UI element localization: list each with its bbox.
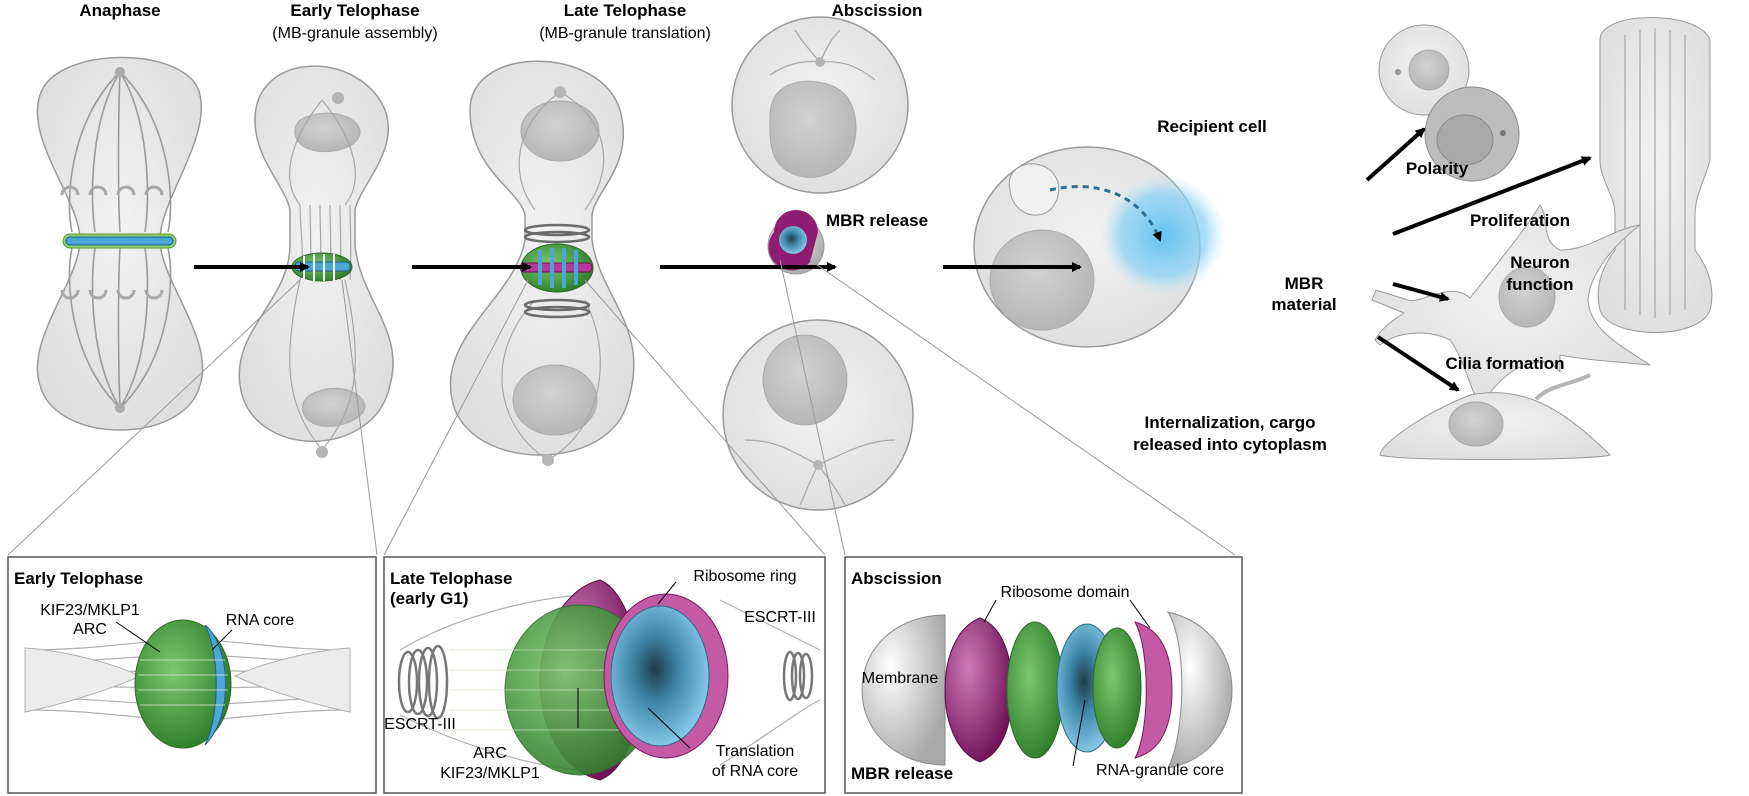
late-telophase-label: Late Telophase	[564, 1, 687, 20]
panel-abscission-mbr-release: MBR release	[851, 764, 953, 783]
cilia-cell	[1379, 373, 1611, 461]
abscission-label: Abscission	[832, 1, 923, 20]
mbr-release-label: MBR release	[826, 211, 928, 230]
panel-abscission	[844, 556, 1243, 794]
panel-late-escrt-right: ESCRT-III	[744, 609, 816, 626]
neuron-label-2: function	[1506, 275, 1573, 294]
early-telophase-cell	[238, 65, 394, 458]
panel-abscission-membrane: Membrane	[862, 670, 939, 687]
anaphase-label: Anaphase	[79, 1, 160, 20]
arrow-polarity	[1365, 127, 1426, 182]
progression-arrows	[194, 127, 1592, 392]
panel-early-kif: KIF23/MKLP1	[40, 602, 140, 619]
polarity-cells	[1378, 24, 1520, 182]
panel-abscission-title: Abscission	[851, 569, 942, 588]
neuron-label-1: Neuron	[1510, 253, 1570, 272]
cilia-label: Cilia formation	[1445, 354, 1564, 373]
panel-late-arc: ARC	[473, 745, 507, 762]
panel-late-translation-1: Translation	[716, 743, 795, 760]
neuron-cell	[1371, 204, 1651, 406]
panel-early-rna-core: RNA core	[226, 612, 295, 629]
panel-late-ribosome-ring: Ribosome ring	[693, 568, 796, 585]
polarity-label: Polarity	[1406, 159, 1469, 178]
internalization-label-1: Internalization, cargo	[1145, 413, 1316, 432]
late-telophase-cell	[449, 60, 635, 466]
abscission-top-cell	[731, 16, 909, 194]
early-telophase-label: Early Telophase	[290, 1, 419, 20]
arrow-neuron	[1392, 282, 1450, 302]
early-telophase-sublabel: (MB-granule assembly)	[272, 25, 437, 42]
panel-late-escrt-left: ESCRT-III	[384, 716, 456, 733]
proliferation-cell	[1597, 17, 1713, 333]
late-telophase-sublabel: (MB-granule translation)	[539, 25, 711, 42]
recipient-cell-label: Recipient cell	[1157, 117, 1267, 136]
anaphase-cell	[36, 56, 204, 431]
proliferation-label: Proliferation	[1470, 211, 1570, 230]
panel-late-kif: KIF23/MKLP1	[440, 765, 540, 782]
mbr-material-label-1: MBR	[1285, 274, 1324, 293]
arrow-cilia	[1376, 335, 1460, 392]
panel-abscission-rna-granule: RNA-granule core	[1096, 762, 1224, 779]
recipient-cell	[973, 146, 1225, 348]
panel-late-title-2: (early G1)	[390, 589, 468, 608]
panel-early-title: Early Telophase	[14, 569, 143, 588]
panel-late-telophase	[383, 556, 826, 794]
mbr-material-label-2: material	[1271, 295, 1336, 314]
abscission-bottom-cell	[722, 319, 914, 511]
arrow-proliferation	[1392, 156, 1592, 236]
internalization-label-2: released into cytoplasm	[1133, 435, 1327, 454]
panel-abscission-ribosome-domain: Ribosome domain	[1001, 584, 1130, 601]
panel-early-arc: ARC	[73, 621, 107, 638]
panel-late-title-1: Late Telophase	[390, 569, 513, 588]
panel-early-telophase	[7, 556, 377, 794]
mbr-sphere-icon	[767, 210, 825, 275]
panel-late-translation-2: of RNA core	[712, 763, 798, 780]
zoom-lines	[7, 259, 1236, 556]
